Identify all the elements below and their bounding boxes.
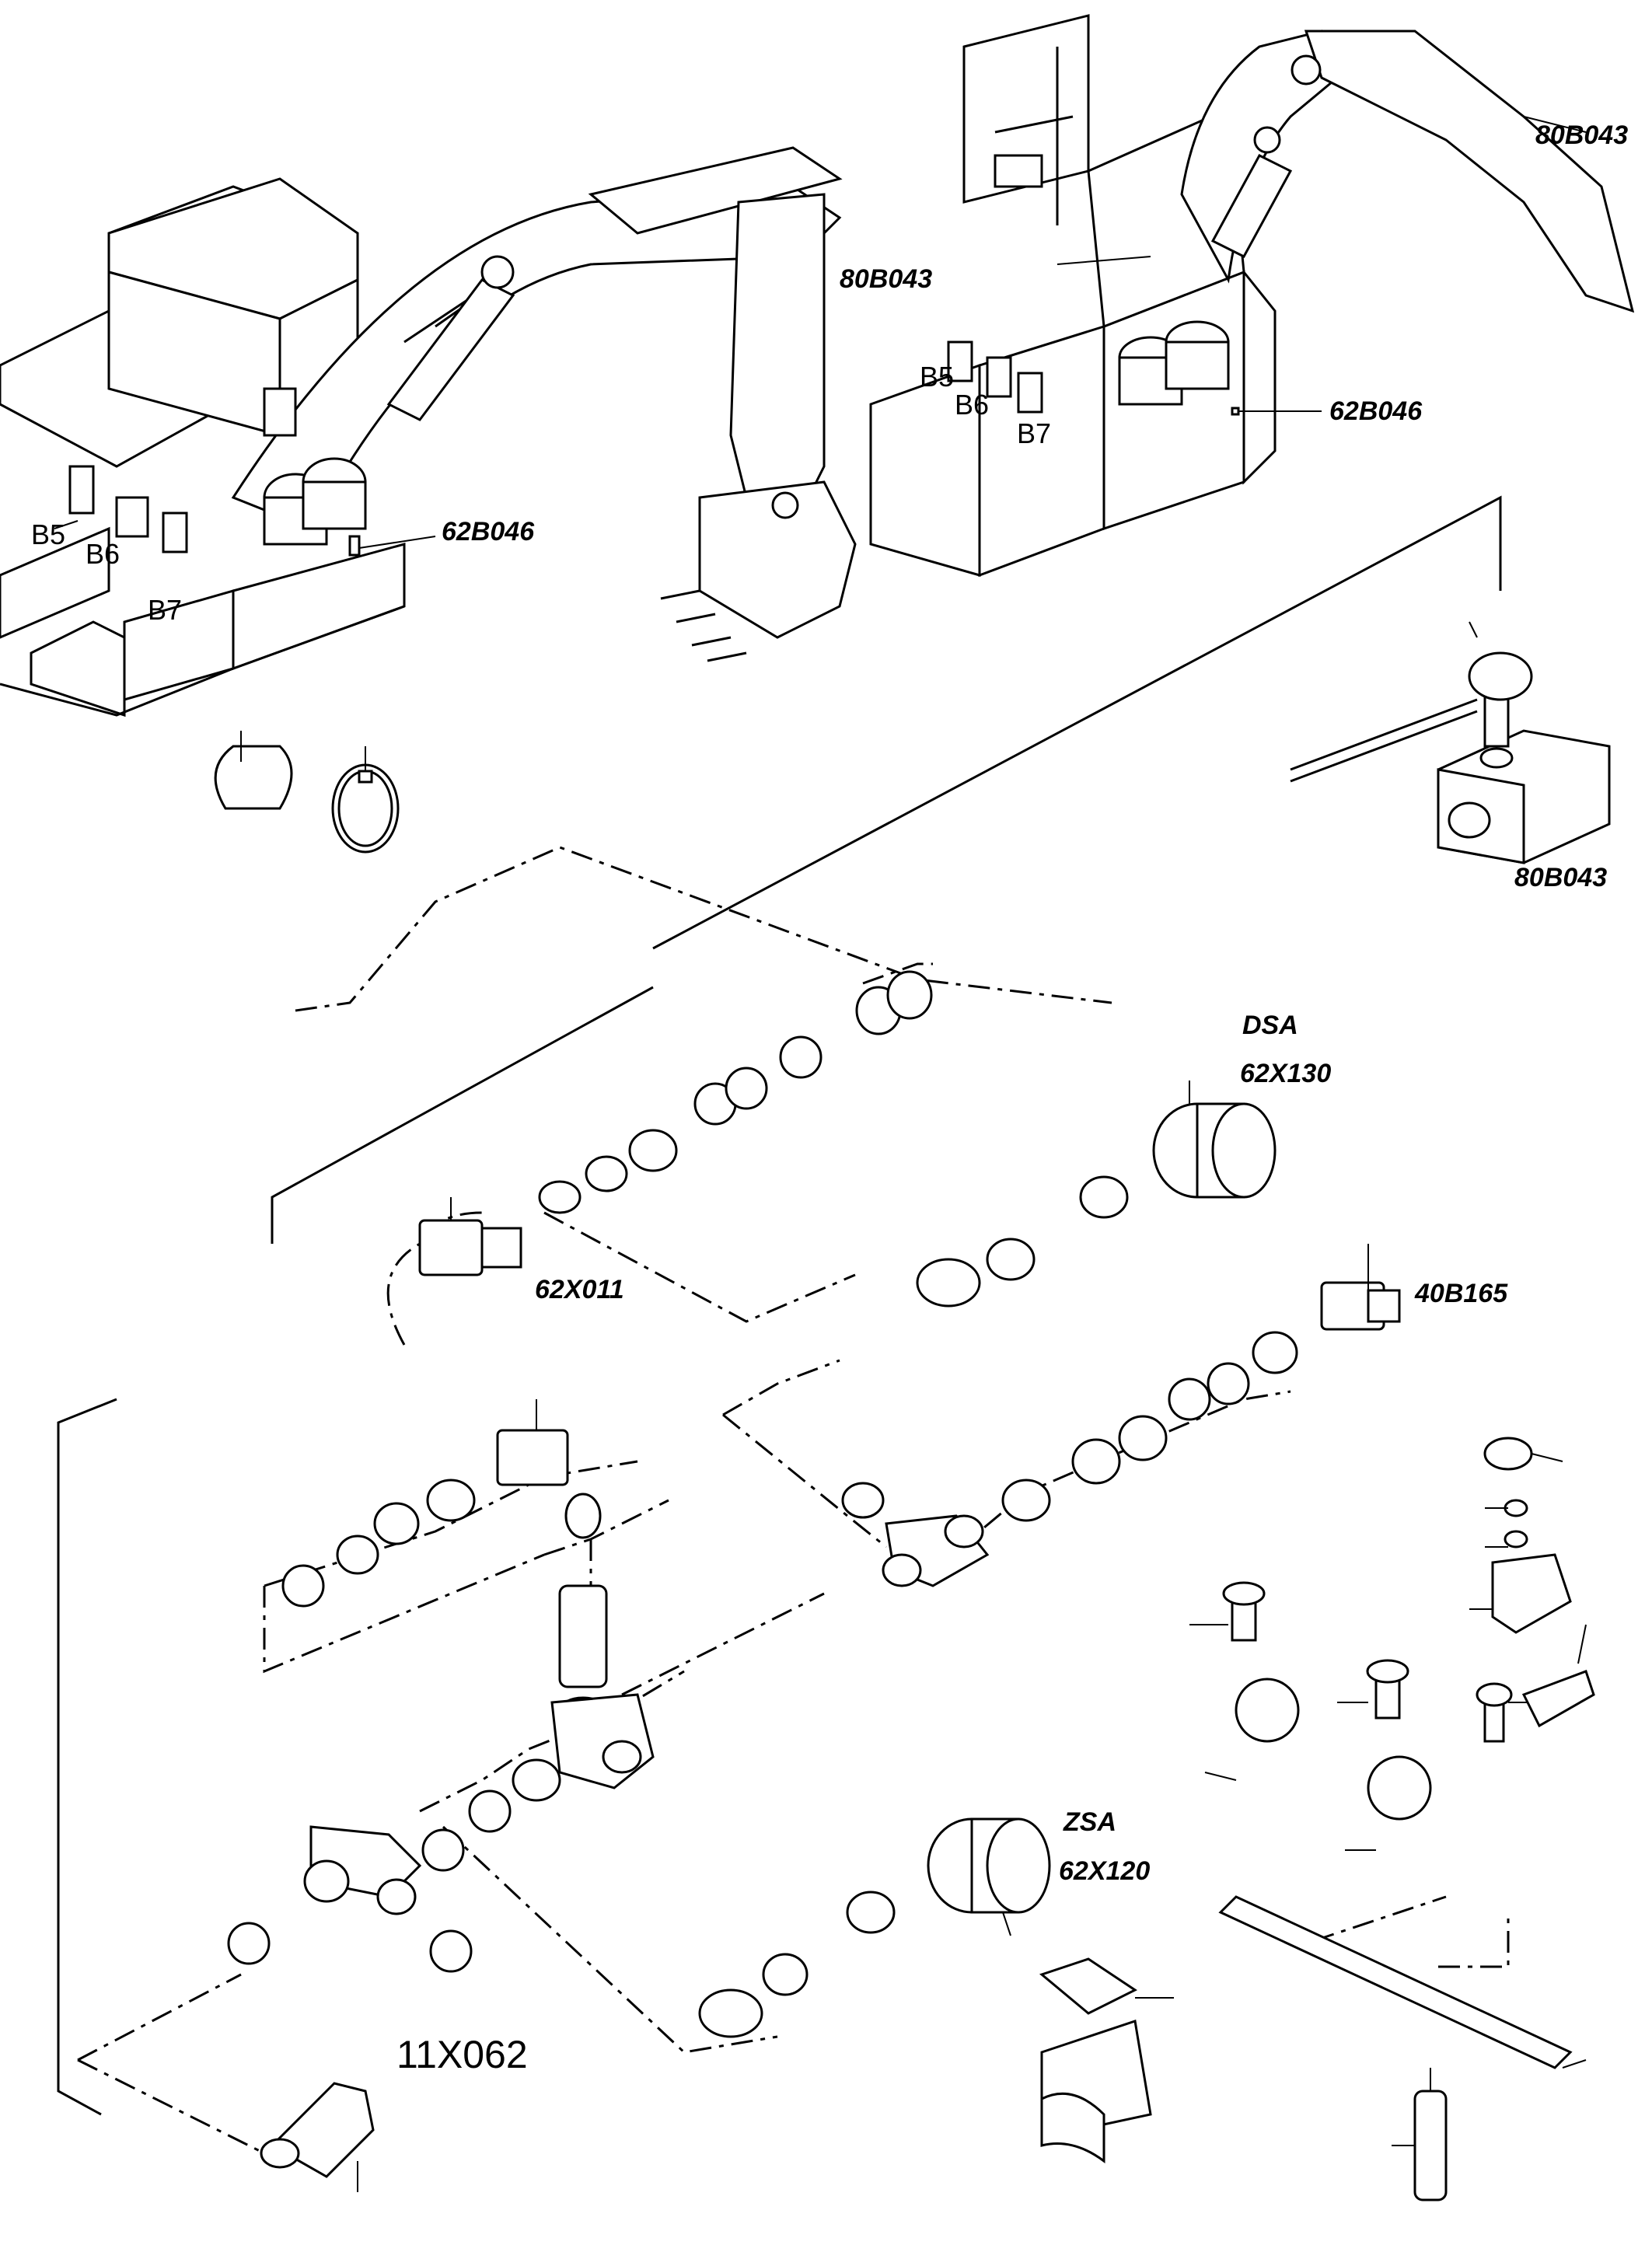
label-62x011: 62X011 — [535, 1275, 624, 1304]
label-b6-right: B6 — [955, 389, 989, 421]
label-dsa: DSA — [1242, 1011, 1298, 1040]
label-62b046-left: 62B046 — [442, 517, 535, 546]
harness-assembly — [57, 495, 1595, 2201]
label-40b165: 40B165 — [1414, 1279, 1508, 1308]
label-zsa: ZSA — [1063, 1807, 1116, 1837]
label-11x062: 11X062 — [396, 2033, 528, 2076]
label-b5-right: B5 — [920, 361, 954, 393]
label-80b043-mid: 80B043 — [840, 264, 932, 294]
label-b7-left: B7 — [148, 594, 182, 626]
label-80b043-valve: 80B043 — [1514, 863, 1607, 892]
label-dsa-code: 62X130 — [1240, 1059, 1331, 1088]
insulation-tape-illustration — [214, 731, 293, 810]
label-b7-right: B7 — [1017, 417, 1051, 449]
pressure-switch-valve — [1290, 621, 1611, 864]
label-80b043-top: 80B043 — [1535, 120, 1628, 150]
label-b5-left: B5 — [31, 518, 65, 550]
cable-tie-illustration — [331, 746, 400, 854]
label-b6-left: B6 — [86, 538, 120, 570]
label-zsa-code: 62X120 — [1059, 1856, 1150, 1886]
right-machine-illustration — [869, 14, 1635, 578]
left-machine-illustration — [0, 146, 857, 718]
label-62b046-right: 62B046 — [1329, 396, 1423, 426]
